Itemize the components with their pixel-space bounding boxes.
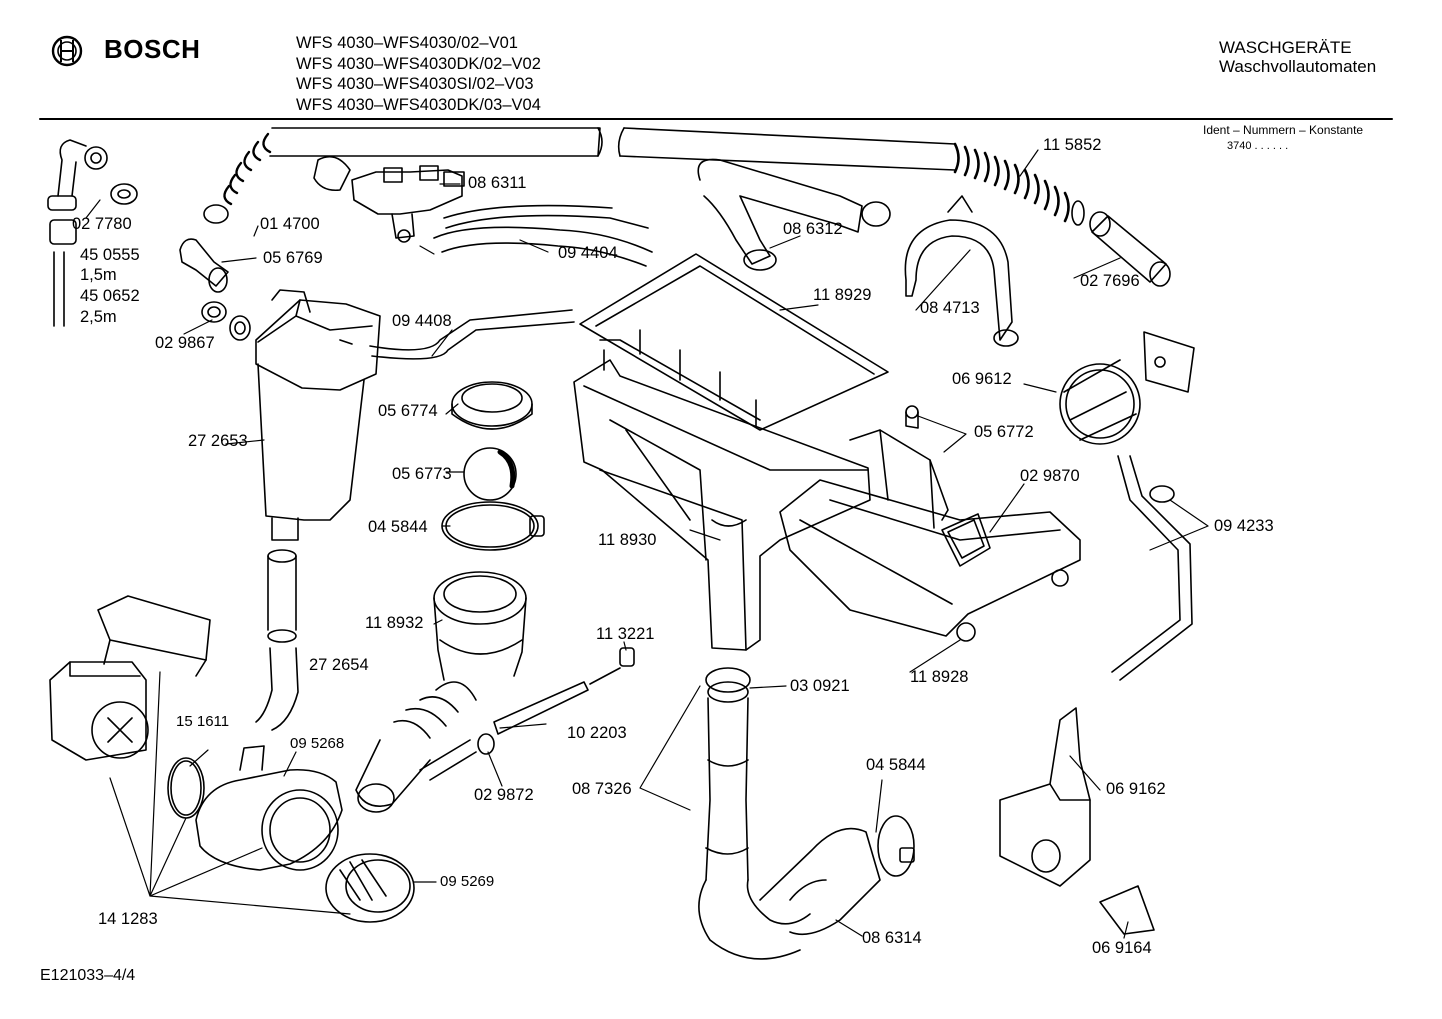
part-label: 09 5268 — [290, 735, 345, 752]
pump-housing-095268 — [195, 745, 343, 871]
ident-value: 3740 . . . . . . — [1227, 140, 1289, 152]
seal-029870 — [941, 513, 991, 567]
elbow-hose-086312 — [697, 158, 891, 271]
part-label: 08 6312 — [783, 220, 843, 238]
part-label: 04 5844 — [866, 756, 926, 774]
part-label: 10 2203 — [567, 724, 627, 742]
part-label: 09 5269 — [440, 873, 495, 890]
leader-lines-141283 — [109, 671, 351, 915]
seal-ring-056774 — [451, 381, 533, 430]
part-label: 02 9870 — [1020, 467, 1080, 485]
model-list: WFS 4030–WFS4030/02–V01 WFS 4030–WFS4030… — [296, 33, 541, 115]
ident-label: Ident – Nummern – Konstante — [1203, 123, 1364, 137]
model-line: WFS 4030–WFS4030SI/02–V03 — [296, 75, 534, 93]
pressure-switch — [1059, 331, 1195, 445]
part-label: 04 5844 — [368, 518, 428, 536]
bracket-069162 — [999, 707, 1091, 887]
leader-lines — [85, 149, 1209, 939]
drain-pipe — [698, 667, 811, 960]
part-label: 15 1611 — [176, 713, 230, 730]
part-label: 09 4404 — [558, 244, 618, 262]
document-id: E121033–4/4 — [40, 967, 136, 984]
hose-end — [203, 204, 229, 224]
part-label: 02 9872 — [474, 786, 534, 804]
clamp-045844 — [441, 501, 545, 551]
elbow-056769 — [179, 238, 251, 341]
part-label: 01 4700 — [260, 215, 320, 233]
part-label: 11 3221 — [596, 625, 655, 643]
part-label: 27 2653 — [188, 432, 248, 450]
brand-name: BOSCH — [104, 34, 201, 64]
part-label: 02 7780 — [72, 215, 132, 233]
bracket-084713 — [904, 195, 1019, 347]
part-label: 05 6773 — [392, 465, 452, 483]
part-label: 08 4713 — [920, 299, 980, 317]
hose-272654 — [255, 549, 299, 731]
part-label: 05 6772 — [974, 423, 1034, 441]
part-label: 06 9162 — [1106, 780, 1166, 798]
model-line: WFS 4030–WFS4030DK/03–V04 — [296, 95, 541, 114]
ball-056773 — [463, 447, 517, 501]
part-label: 02 7696 — [1080, 272, 1140, 290]
corrugated-hose — [223, 132, 272, 206]
hose-094404 — [433, 204, 653, 267]
part-label: 45 0555 — [80, 246, 140, 264]
knob-069164 — [1099, 885, 1155, 935]
connector-027696 — [1089, 211, 1171, 287]
part-label: 1,5m — [80, 266, 117, 284]
detergent-drawer-cover — [579, 253, 889, 431]
bosch-logo-icon — [50, 34, 84, 68]
part-label: 45 0652 — [80, 287, 140, 305]
part-label: 06 9164 — [1092, 939, 1152, 957]
part-label: 11 5852 — [1043, 136, 1102, 154]
category-subtitle: Waschvollautomaten — [1219, 57, 1377, 76]
bellows-118932 — [355, 571, 527, 813]
wash-tank — [573, 359, 871, 651]
part-label: 11 8928 — [910, 668, 969, 686]
dispenser-container — [255, 289, 575, 541]
part-label: 14 1283 — [98, 910, 158, 928]
part-label: 05 6774 — [378, 402, 438, 420]
model-line: WFS 4030–WFS4030/02–V01 — [296, 34, 518, 52]
category-block: WASCHGERÄTE Waschvollautomaten — [1219, 38, 1376, 76]
part-label: 11 8930 — [598, 531, 657, 549]
category-title: WASCHGERÄTE — [1219, 38, 1352, 57]
detergent-drawer — [779, 405, 1081, 642]
fill-hose-left — [47, 139, 138, 327]
part-label: 27 2654 — [309, 656, 369, 674]
hose-094233 — [1111, 455, 1193, 681]
part-label: 05 6769 — [263, 249, 323, 267]
part-label: 08 7326 — [572, 780, 632, 798]
part-label: 08 6314 — [862, 929, 922, 947]
part-label: 11 8932 — [365, 614, 424, 632]
solenoid-valve — [313, 155, 465, 243]
part-label: 09 4233 — [1214, 517, 1274, 535]
model-line: WFS 4030–WFS4030DK/02–V02 — [296, 54, 541, 73]
inlet-hose-long — [269, 127, 1085, 226]
part-label: 03 0921 — [790, 677, 850, 695]
hose-086314 — [759, 827, 881, 936]
part-label: 09 4408 — [392, 312, 452, 330]
clamp-045844-lower — [877, 815, 915, 877]
part-label: 2,5m — [80, 308, 117, 326]
part-label: 08 6311 — [468, 174, 527, 192]
part-label: 11 8929 — [813, 286, 872, 304]
filter-095269 — [325, 853, 415, 923]
pump-assembly — [49, 595, 211, 819]
rod-102203 — [477, 647, 635, 755]
part-label: 02 9867 — [155, 334, 215, 352]
part-label: 06 9612 — [952, 370, 1012, 388]
